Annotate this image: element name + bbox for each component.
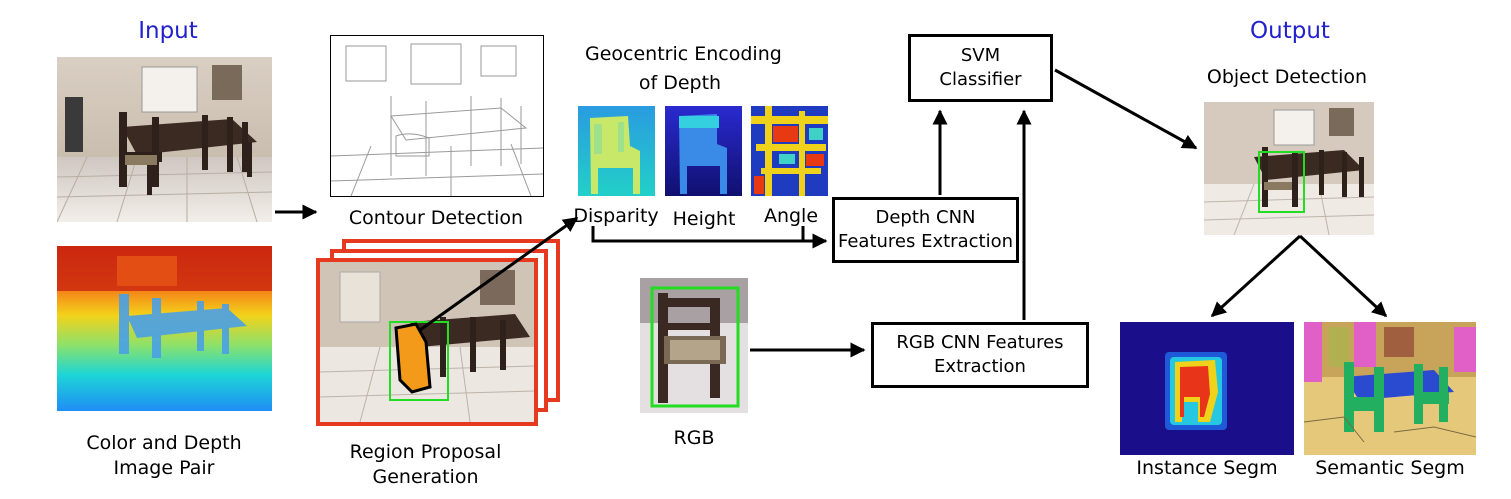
channel-height: Height	[672, 208, 736, 230]
color-image	[57, 57, 272, 222]
rgb-cnn-line1: RGB CNN Features	[896, 332, 1064, 353]
geocentric-title-line2: of Depth	[638, 72, 722, 94]
rgb-crop-illustration	[640, 278, 748, 413]
depth-cnn-box: Depth CNN Features Extraction	[832, 197, 1019, 263]
region-caption-line1: Region Proposal	[349, 441, 502, 463]
contour-sketch	[331, 43, 543, 196]
contour-label: Contour Detection	[348, 207, 524, 229]
input-caption-line2: Image Pair	[113, 457, 215, 479]
svm-line1: SVM	[960, 45, 1001, 66]
contour-image	[330, 35, 544, 197]
geocentric-title-line1: Geocentric Encoding	[585, 43, 782, 65]
angle-map-illustration	[751, 106, 828, 196]
arrow-svm-to-output	[1054, 68, 1198, 150]
region-caption-line2: Generation	[372, 466, 479, 488]
semantic-segm-illustration	[1304, 322, 1476, 455]
arrow-proposal-to-depth	[419, 216, 579, 332]
input-caption-line1: Color and Depth	[86, 432, 242, 454]
depth-cnn-line1: Depth CNN	[875, 207, 976, 228]
depth-image-illustration	[57, 246, 272, 411]
object-detection-image	[1204, 102, 1374, 235]
arrow-output-to-semantic	[1298, 234, 1388, 318]
instance-segm-label: Instance Segm	[1136, 457, 1278, 479]
proposal-frame-front	[316, 258, 538, 426]
disparity-map-illustration	[578, 106, 655, 196]
rgb-label: RGB	[673, 427, 715, 449]
disparity-map	[578, 106, 655, 196]
angle-map	[751, 106, 828, 196]
instance-segm-image	[1120, 322, 1294, 455]
svm-line2: Classifier	[939, 69, 1022, 90]
output-header: Output	[1250, 18, 1330, 44]
channel-angle: Angle	[763, 205, 819, 227]
depth-cnn-line2: Features Extraction	[837, 231, 1013, 252]
rgb-crop-image	[640, 278, 748, 413]
svm-box: SVM Classifier	[908, 34, 1053, 102]
object-detection-illustration	[1204, 102, 1374, 235]
semantic-segm-label: Semantic Segm	[1315, 457, 1465, 479]
instance-segm-illustration	[1120, 322, 1294, 455]
semantic-segm-image	[1304, 322, 1476, 455]
channel-disparity: Disparity	[573, 205, 659, 227]
color-image-illustration	[57, 57, 272, 222]
arrow-geocentric-to-depth-cnn	[591, 226, 828, 249]
rgb-cnn-line2: Extraction	[934, 356, 1026, 377]
object-detection-label: Object Detection	[1206, 66, 1368, 88]
height-map	[665, 106, 742, 196]
arrow-output-to-instance	[1210, 234, 1302, 318]
proposal-scene	[320, 262, 534, 422]
rgb-cnn-box: RGB CNN Features Extraction	[871, 322, 1089, 388]
height-map-illustration	[665, 106, 742, 196]
depth-image	[57, 246, 272, 411]
input-header: Input	[138, 18, 198, 44]
